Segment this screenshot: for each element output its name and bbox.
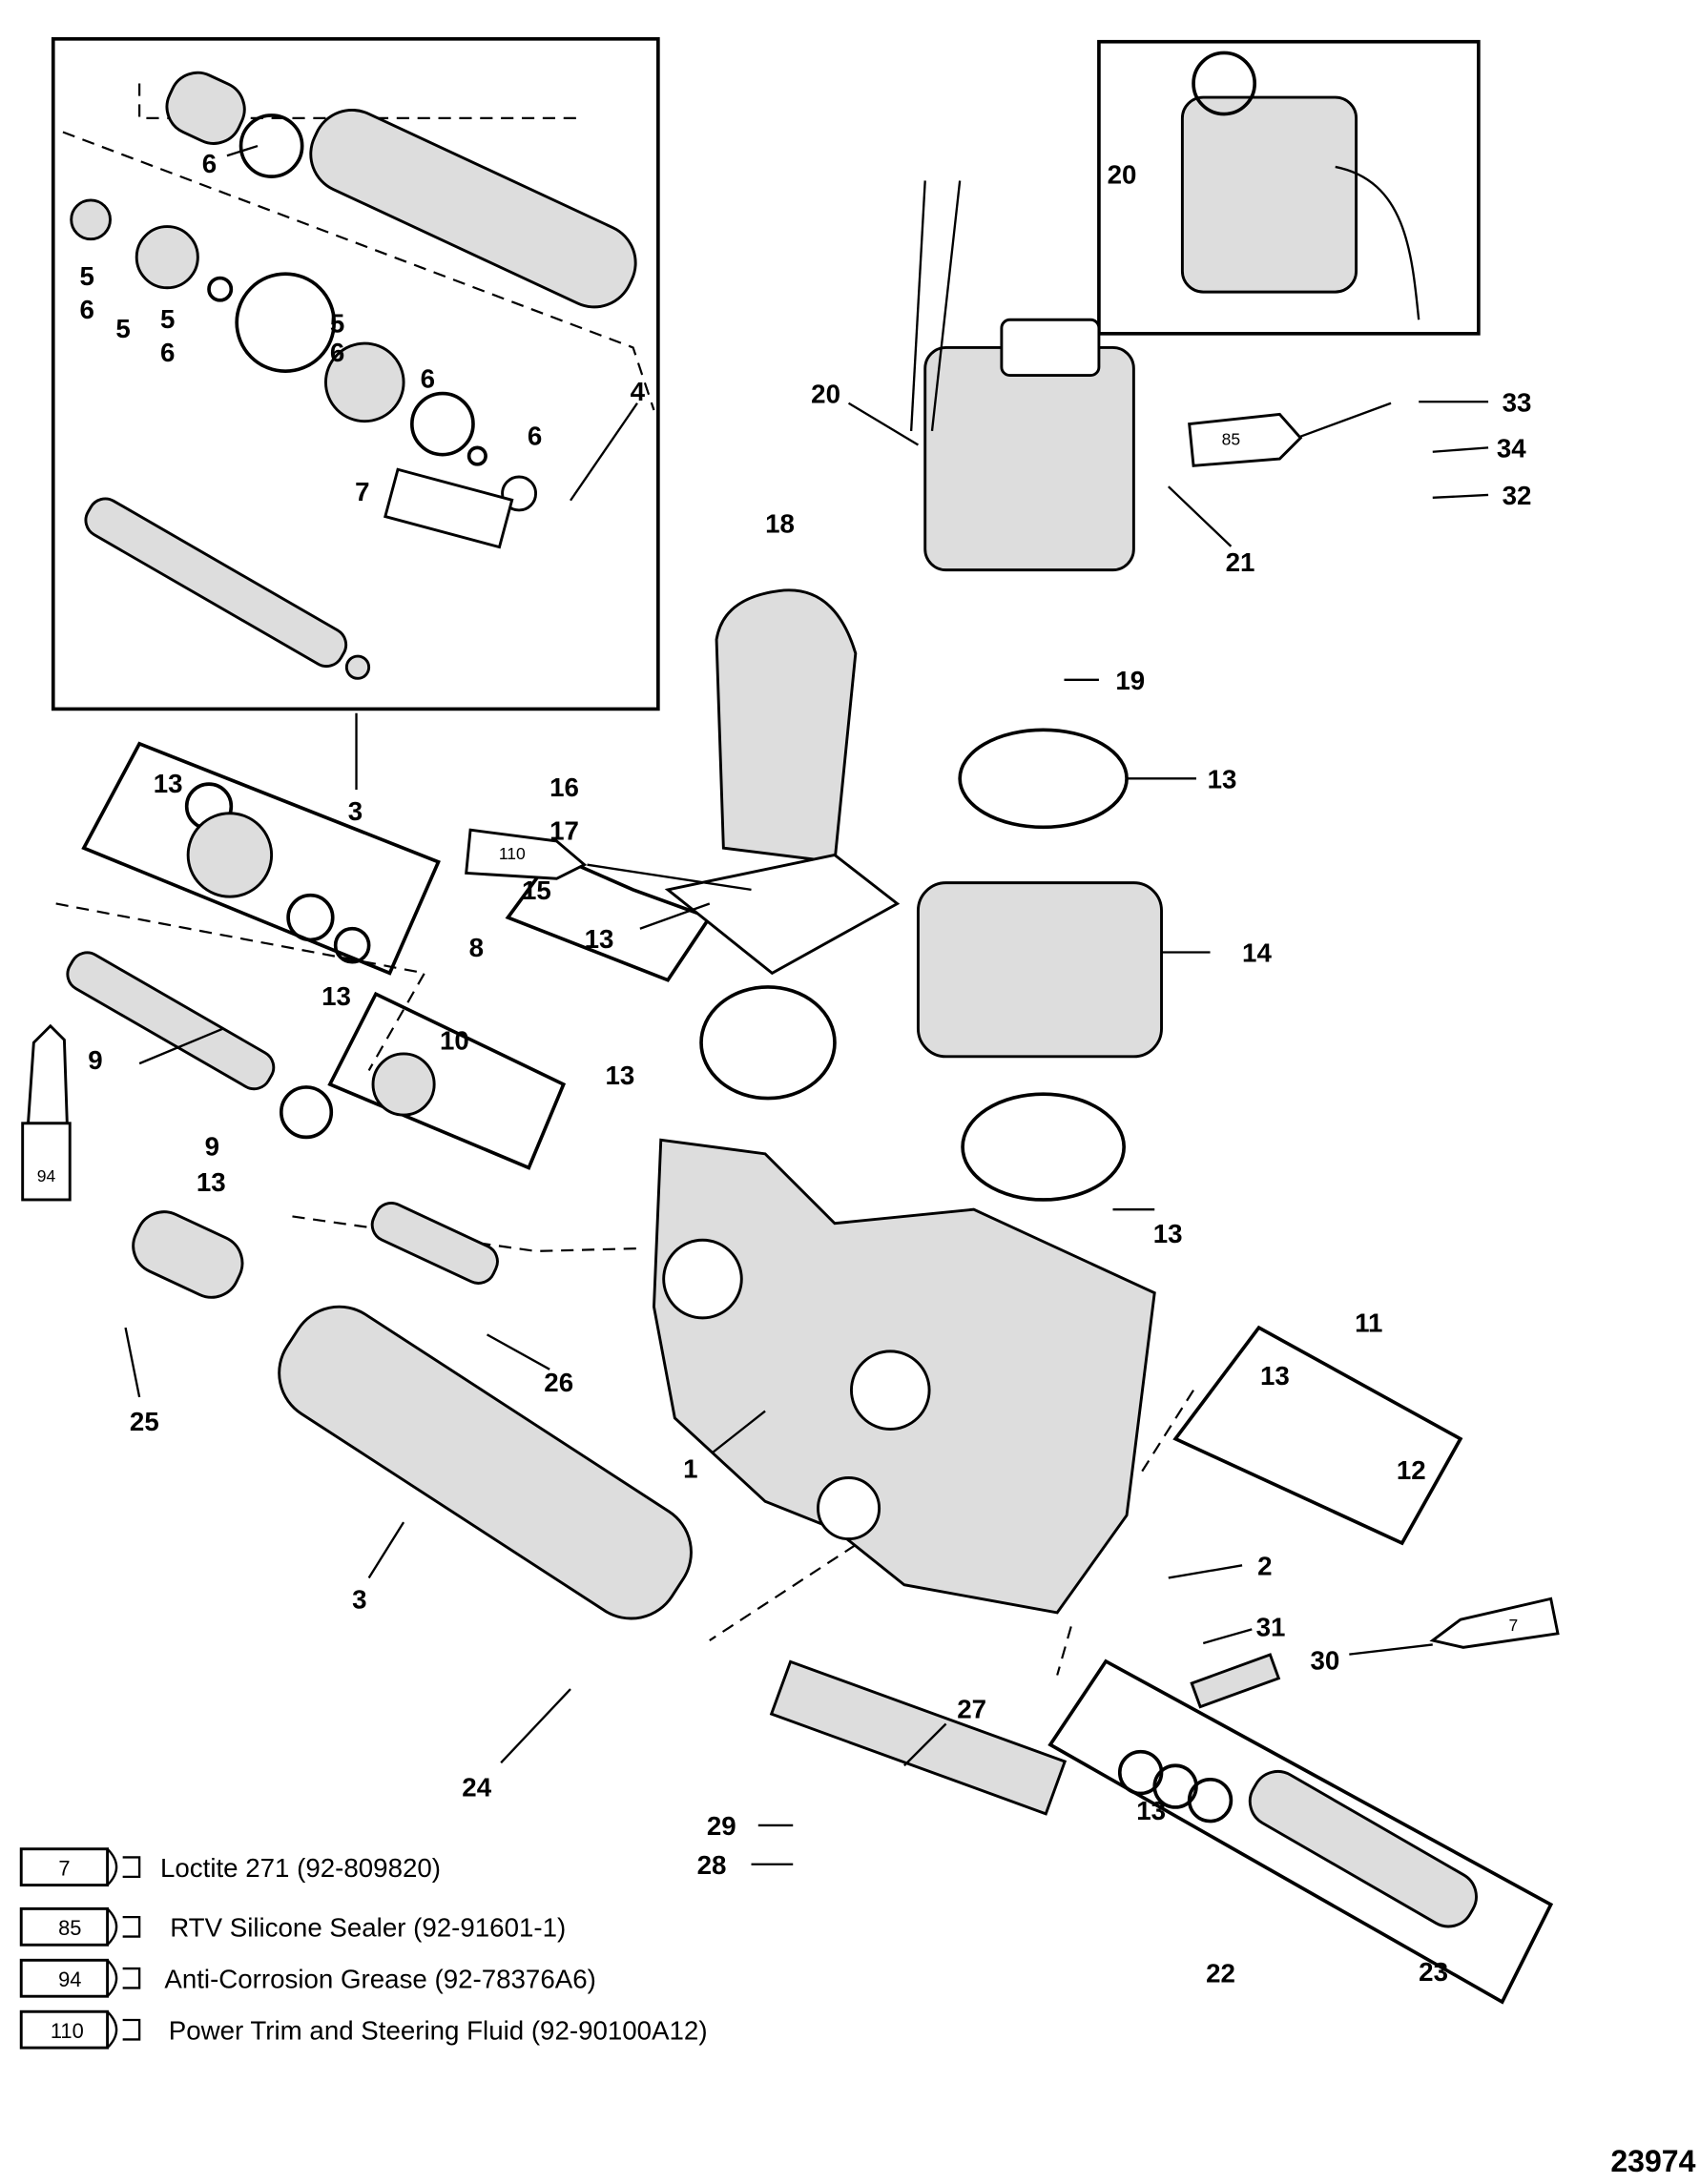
callout-13: 13 xyxy=(1208,764,1237,793)
pump-body xyxy=(653,1138,1156,1615)
callout-6: 6 xyxy=(330,338,344,367)
callout-26: 26 xyxy=(544,1368,573,1397)
figure-number: 23974 xyxy=(1610,2144,1695,2178)
tube-94: 94 xyxy=(21,1023,72,1202)
svg-text:RTV Silicone Sealer (92-91601-: RTV Silicone Sealer (92-91601-1) xyxy=(170,1913,566,1943)
callout-5: 5 xyxy=(160,304,175,334)
svg-text:94: 94 xyxy=(37,1166,56,1185)
callout-13: 13 xyxy=(1260,1361,1290,1391)
callout-2: 2 xyxy=(1257,1552,1272,1581)
svg-text:7: 7 xyxy=(1508,1616,1518,1635)
tube-85: 85 xyxy=(1188,412,1303,467)
callout-3: 3 xyxy=(352,1585,366,1615)
callout-20: 20 xyxy=(811,380,840,409)
cylinder-upper-exploded xyxy=(70,71,637,680)
callout-5: 5 xyxy=(115,314,130,343)
kit-10-box xyxy=(327,991,567,1170)
svg-text:85: 85 xyxy=(1222,429,1240,448)
svg-text:Power Trim and Steering Fluid: Power Trim and Steering Fluid (92-90100A… xyxy=(169,2015,708,2045)
callout-25: 25 xyxy=(130,1407,159,1436)
svg-text:Loctite 271 (92-809820): Loctite 271 (92-809820) xyxy=(160,1853,441,1883)
legend-item: 94 Anti-Corrosion Grease (92-78376A6) xyxy=(19,1958,596,1998)
callout-13: 13 xyxy=(1153,1219,1183,1248)
callout-3: 3 xyxy=(348,796,363,826)
callout-12: 12 xyxy=(1397,1455,1426,1485)
kit-8-box xyxy=(81,741,441,976)
callout-31: 31 xyxy=(1256,1613,1286,1642)
callout-30: 30 xyxy=(1310,1646,1339,1676)
o-rings xyxy=(184,728,1129,1202)
callout-28: 28 xyxy=(697,1850,727,1880)
svg-text:7: 7 xyxy=(58,1856,70,1880)
callout-23: 23 xyxy=(1419,1957,1448,1987)
callout-24: 24 xyxy=(462,1772,491,1802)
callout-22: 22 xyxy=(1206,1959,1235,1988)
callout-6: 6 xyxy=(160,338,175,367)
kit-11-box xyxy=(1172,1325,1463,1546)
kit-15-box xyxy=(505,853,713,982)
callout-13: 13 xyxy=(605,1061,634,1090)
callout-13: 13 xyxy=(585,924,614,954)
pump-motor xyxy=(909,51,1420,572)
callout-10: 10 xyxy=(440,1026,469,1056)
svg-text:110: 110 xyxy=(51,2019,84,2043)
legend-item: 110 Power Trim and Steering Fluid (92-90… xyxy=(19,2009,708,2050)
callout-13: 13 xyxy=(197,1167,226,1197)
manifold xyxy=(916,881,1163,1059)
svg-text:Anti-Corrosion Grease (92-7837: Anti-Corrosion Grease (92-78376A6) xyxy=(164,1964,595,1993)
callout-9: 9 xyxy=(205,1131,219,1161)
callout-20: 20 xyxy=(1108,159,1137,189)
callout-7: 7 xyxy=(355,477,369,506)
svg-text:85: 85 xyxy=(58,1916,81,1940)
callout-13: 13 xyxy=(321,981,351,1011)
callout-15: 15 xyxy=(522,876,551,905)
reservoir xyxy=(664,588,901,976)
callout-18: 18 xyxy=(765,508,795,538)
callout-5: 5 xyxy=(79,261,93,291)
callouts: 6 5 6 5 5 6 5 6 6 6 7 4 3 20 20 33 34 32… xyxy=(79,149,1531,1988)
callout-6: 6 xyxy=(421,364,435,394)
callout-8: 8 xyxy=(469,933,484,962)
lower-cylinder-parts xyxy=(66,951,1478,1928)
svg-text:94: 94 xyxy=(58,1968,81,1991)
leader-lines xyxy=(124,144,1489,1865)
cylinder-kit-box xyxy=(51,36,660,711)
callout-1: 1 xyxy=(683,1454,697,1484)
callout-13: 13 xyxy=(1136,1796,1166,1825)
tube-110: 110 xyxy=(465,828,588,880)
callout-6: 6 xyxy=(79,295,93,324)
callout-13: 13 xyxy=(154,769,183,798)
legend-item: 85 RTV Silicone Sealer (92-91601-1) xyxy=(19,1906,566,1947)
callout-14: 14 xyxy=(1242,938,1272,968)
kit-22-box xyxy=(1047,1659,1554,2005)
tube-7: 7 xyxy=(1429,1597,1560,1649)
motor-inset-box xyxy=(1097,39,1481,336)
callout-17: 17 xyxy=(549,815,579,845)
legend-item: 7 Loctite 271 (92-809820) xyxy=(19,1847,441,1887)
legend: 7 Loctite 271 (92-809820) 85 RTV Silicon… xyxy=(19,1847,708,2050)
callout-21: 21 xyxy=(1226,547,1255,577)
callout-4: 4 xyxy=(631,377,646,406)
callout-6: 6 xyxy=(202,149,217,178)
callout-34: 34 xyxy=(1497,434,1526,464)
callout-9: 9 xyxy=(88,1045,102,1075)
callout-19: 19 xyxy=(1115,666,1145,695)
callout-5: 5 xyxy=(330,308,344,338)
callout-16: 16 xyxy=(549,773,579,802)
callout-33: 33 xyxy=(1503,387,1532,417)
callout-6: 6 xyxy=(528,421,542,450)
callout-29: 29 xyxy=(707,1811,736,1841)
callout-32: 32 xyxy=(1503,481,1532,510)
svg-text:110: 110 xyxy=(499,844,526,863)
callout-11: 11 xyxy=(1355,1308,1382,1337)
callout-27: 27 xyxy=(957,1695,986,1724)
